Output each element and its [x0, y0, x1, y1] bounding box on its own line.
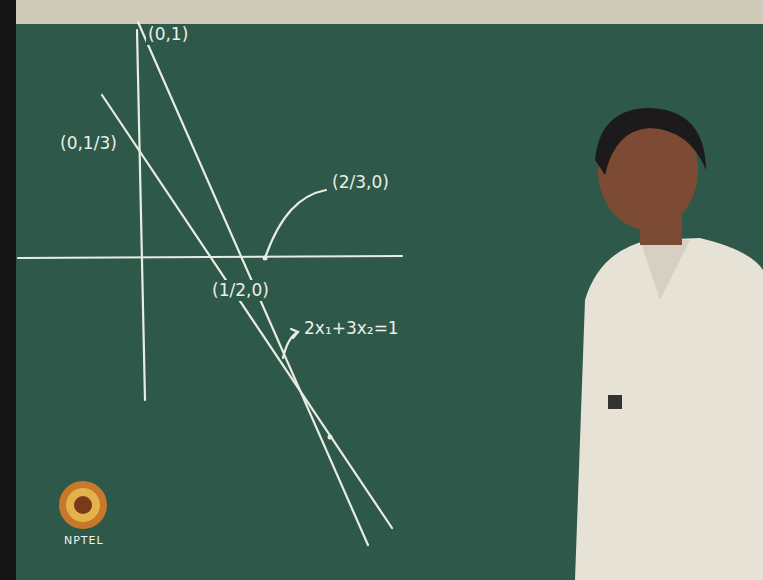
- board-frame: [0, 0, 763, 24]
- logo-center: [74, 496, 92, 514]
- point-label: (0,1/3): [58, 133, 119, 154]
- logo-text: NPTEL: [62, 534, 106, 548]
- line-2x1-3x2: [102, 95, 392, 528]
- point-label: (1/2,0): [210, 280, 271, 301]
- leader-line: [265, 190, 326, 258]
- point-label: 2x₁+3x₂=1: [302, 318, 401, 339]
- lecturer: [575, 108, 763, 580]
- watch: [608, 395, 622, 409]
- y-axis: [137, 30, 145, 400]
- point-label: (2/3,0): [330, 172, 391, 193]
- logo-ring: [66, 488, 100, 522]
- arrow-head: [291, 329, 298, 338]
- left-edge: [0, 0, 16, 580]
- nptel-logo: [59, 481, 107, 529]
- intersection-dot: [328, 435, 333, 440]
- point-label: (0,1): [146, 24, 190, 45]
- collar: [640, 240, 690, 300]
- shirt: [575, 238, 763, 580]
- intersection-dot: [263, 256, 268, 261]
- logo-ring: [59, 481, 107, 529]
- line-x1-plus-half-x2: [138, 22, 368, 545]
- hair: [595, 108, 706, 175]
